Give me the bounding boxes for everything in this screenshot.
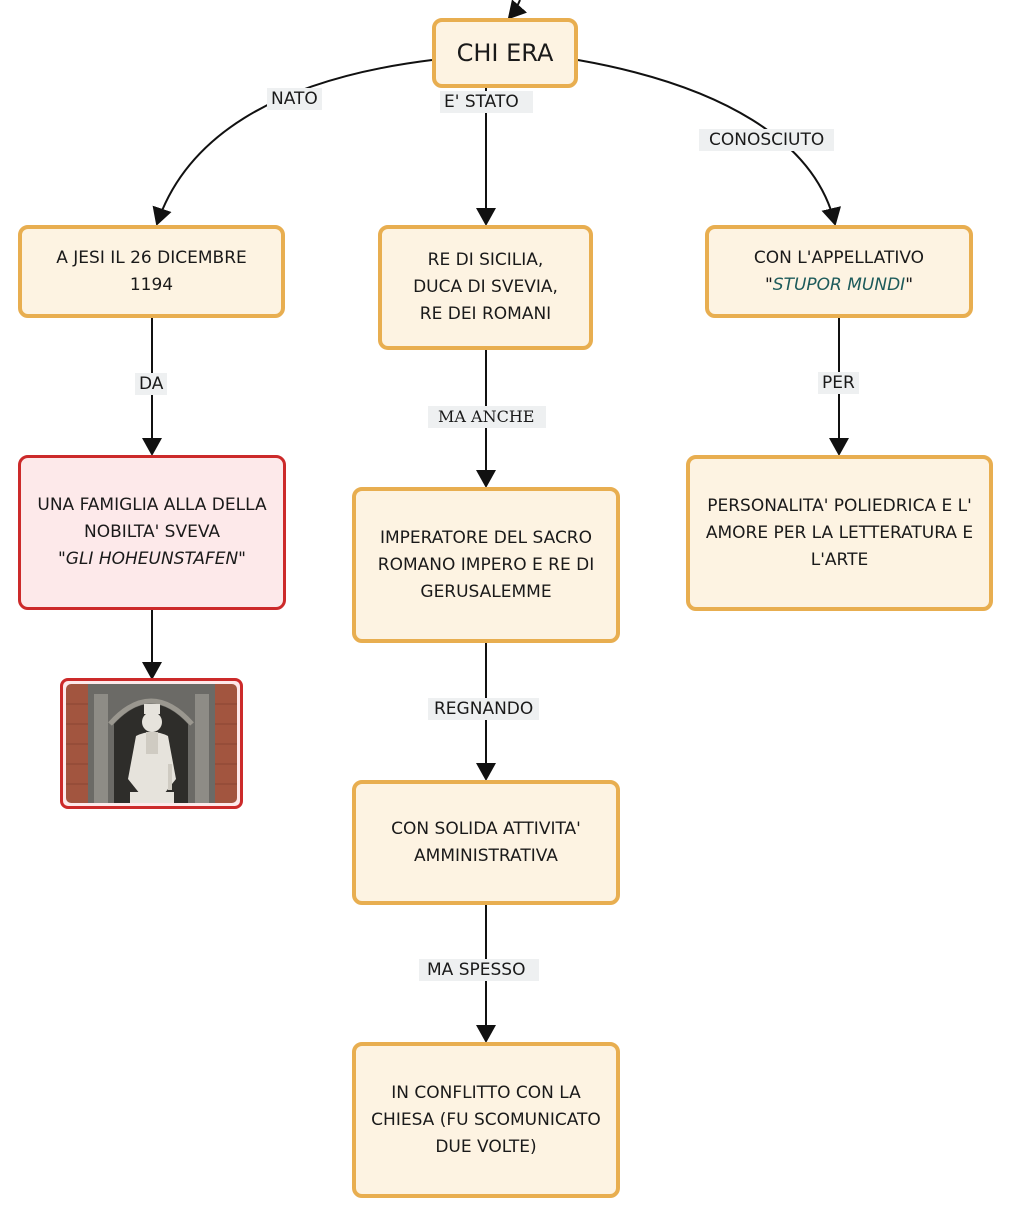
stupor-mundi-text: STUPOR MUNDI — [772, 274, 906, 295]
edge-label-da: DA — [135, 373, 168, 395]
statue-image — [66, 684, 237, 803]
appellation-line-1: CON L'APPELLATIVO — [753, 247, 925, 268]
statue-photo-node[interactable] — [60, 678, 243, 809]
conflict-node[interactable]: IN CONFLITTO CON LA CHIESA (FU SCOMUNICA… — [352, 1042, 620, 1198]
titles-line-1: RE DI SICILIA, — [427, 250, 544, 270]
administration-line-1: CON SOLIDA ATTIVITA' — [391, 818, 581, 839]
birth-node[interactable]: A JESI IL 26 DICEMBRE 1194 — [18, 225, 285, 318]
edge-label-per: PER — [818, 372, 859, 394]
conflict-line-1: IN CONFLITTO CON LA — [391, 1082, 581, 1103]
family-name: "GLI HOHEUNSTAFEN" — [57, 549, 246, 569]
edge-nato — [152, 59, 433, 226]
edge-label-nato: NATO — [267, 88, 322, 110]
titles-node[interactable]: RE DI SICILIA, DUCA DI SVEVIA, RE DEI RO… — [378, 225, 593, 350]
titles-line-3: RE DEI ROMANI — [419, 304, 552, 324]
titles-line-2: DUCA DI SVEVIA, — [413, 277, 558, 297]
edge-label-regnando: REGNANDO — [428, 698, 540, 720]
family-node[interactable]: UNA FAMIGLIA ALLA DELLA NOBILTA' SVEVA "… — [18, 455, 286, 610]
edge-label-e-stato: E' STATO — [440, 91, 533, 113]
personality-line-2: AMORE PER LA LETTERATURA E — [705, 523, 974, 543]
appellation-line-2: "STUPOR MUNDI" — [754, 272, 924, 299]
family-line-1: UNA FAMIGLIA ALLA DELLA — [37, 495, 267, 515]
edge-label-ma-spesso: MA SPESSO — [419, 959, 540, 981]
conflict-line-2: CHIESA (FU SCOMUNICATO — [371, 1109, 601, 1130]
administration-line-2: AMMINISTRATIVA — [414, 845, 558, 866]
birth-line-2: 1194 — [129, 274, 174, 295]
edge-label-ma-anche: MA ANCHE — [428, 406, 547, 428]
administration-node[interactable]: CON SOLIDA ATTIVITA' AMMINISTRATIVA — [352, 780, 620, 905]
appellation-quote-open: " — [764, 274, 773, 295]
appellation-quote-close: " — [905, 274, 914, 295]
edge-incoming — [507, 0, 528, 20]
conflict-line-3: DUE VOLTE) — [435, 1136, 537, 1157]
emperor-line-3: GERUSALEMME — [420, 581, 552, 602]
edge-conosciuto — [577, 59, 842, 226]
root-node[interactable]: CHI ERA — [432, 18, 578, 88]
emperor-line-1: IMPERATORE DEL SACRO — [379, 527, 593, 548]
root-title: CHI ERA — [456, 38, 554, 67]
emperor-line-2: ROMANO IMPERO E RE DI — [377, 554, 595, 575]
personality-line-1: PERSONALITA' POLIEDRICA E L' — [707, 496, 972, 516]
emperor-node[interactable]: IMPERATORE DEL SACRO ROMANO IMPERO E RE … — [352, 487, 620, 643]
birth-line-1: A JESI IL 26 DICEMBRE — [56, 247, 247, 268]
edge-label-conosciuto: CONOSCIUTO — [699, 129, 835, 151]
personality-node[interactable]: PERSONALITA' POLIEDRICA E L' AMORE PER L… — [686, 455, 993, 611]
personality-line-3: L'ARTE — [810, 550, 869, 570]
appellation-node[interactable]: CON L'APPELLATIVO "STUPOR MUNDI" — [705, 225, 973, 318]
family-line-2: NOBILTA' SVEVA — [83, 522, 220, 542]
